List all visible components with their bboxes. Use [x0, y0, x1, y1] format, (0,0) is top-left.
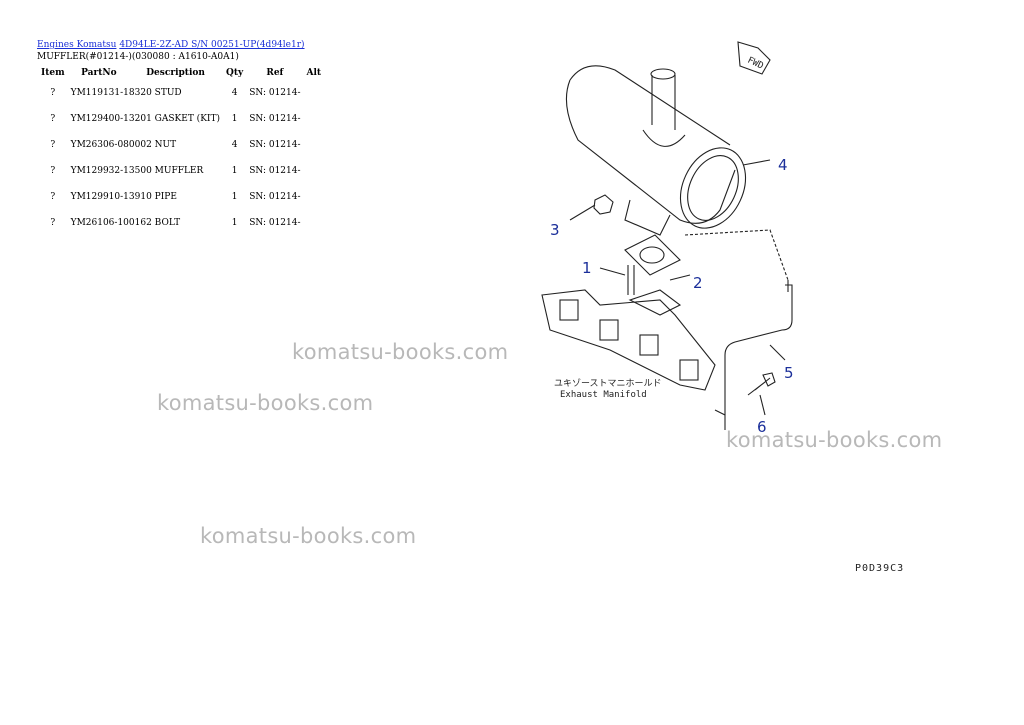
gasket-drawing [624, 234, 681, 276]
row-qty: 4 [231, 88, 238, 98]
row-alt [303, 132, 326, 158]
row-part: YM26106-100162 BOLT [70, 218, 181, 228]
row-qty: 1 [231, 166, 238, 176]
callout-3: 3 [550, 221, 560, 239]
col-item: Item [41, 68, 65, 78]
row-part: YM119131-18320 STUD [70, 88, 182, 98]
parts-table: Item PartNo Description Qty Ref Alt ? YM… [37, 66, 325, 236]
row-ref: SN: 01214- [249, 140, 301, 150]
stud-drawing [627, 265, 635, 295]
table-row: ? YM26306-080002 NUT 4 SN: 01214- [37, 132, 325, 158]
row-part: YM26306-080002 NUT [70, 140, 177, 150]
manifold-drawing [541, 289, 716, 391]
drawing-code: P0D39C3 [855, 563, 905, 574]
callout-5: 5 [784, 364, 794, 382]
leader-line [569, 204, 596, 221]
row-item: ? [50, 88, 56, 98]
table-row: ? YM129910-13910 PIPE 1 SN: 01214- [37, 184, 325, 210]
callout-6: 6 [757, 418, 767, 436]
table-header-row: Item PartNo Description Qty Ref Alt [37, 66, 325, 80]
table-row: ? YM129400-13201 GASKET (KIT) 1 SN: 0121… [37, 106, 325, 132]
col-alt: Alt [306, 68, 322, 78]
col-qty: Qty [226, 68, 244, 78]
muffler-drawing [565, 65, 747, 236]
row-item: ? [50, 114, 56, 124]
row-part: YM129400-13201 GASKET (KIT) [70, 114, 220, 124]
row-ref: SN: 01214- [249, 88, 301, 98]
row-part: YM129910-13910 PIPE [70, 192, 177, 202]
page-subtitle: MUFFLER(#01214-)(030080 : A1610-A0A1) [37, 52, 239, 62]
table-row: ? YM129932-13500 MUFFLER 1 SN: 01214- [37, 158, 325, 184]
watermark: komatsu-books.com [200, 524, 417, 548]
pipe-drawing [714, 280, 793, 430]
callout-2: 2 [693, 274, 703, 292]
callout-1: 1 [582, 259, 592, 277]
nut-drawing [593, 194, 614, 215]
callout-4: 4 [778, 156, 788, 174]
row-item: ? [50, 166, 56, 176]
row-qty: 1 [231, 114, 238, 124]
breadcrumb-link-engines[interactable]: Engines Komatsu [37, 40, 117, 50]
row-alt [303, 210, 326, 236]
watermark: komatsu-books.com [157, 391, 374, 415]
row-item: ? [50, 218, 56, 228]
leader-line [769, 344, 786, 361]
fwd-arrow [737, 41, 771, 75]
row-alt [303, 158, 326, 184]
row-alt [303, 184, 326, 210]
leader-line [742, 159, 771, 166]
row-qty: 4 [231, 140, 238, 150]
watermark: komatsu-books.com [292, 340, 509, 364]
leader-line [759, 394, 766, 416]
row-qty: 1 [231, 218, 238, 228]
row-ref: SN: 01214- [249, 218, 301, 228]
row-ref: SN: 01214- [249, 166, 301, 176]
row-alt [303, 80, 326, 106]
row-alt [303, 106, 326, 132]
watermark: komatsu-books.com [726, 428, 943, 452]
parts-diagram: FWD 4 3 1 2 5 6 ユキゾーストマニホールド Exhaust Man… [541, 41, 794, 436]
bolt-drawing [747, 372, 776, 396]
row-part: YM129932-13500 MUFFLER [70, 166, 204, 176]
row-item: ? [50, 140, 56, 150]
breadcrumb-link-model[interactable]: 4D94LE-2Z-AD S/N 00251-UP(4d94le1r) [119, 40, 305, 50]
table-row: ? YM119131-18320 STUD 4 SN: 01214- [37, 80, 325, 106]
row-ref: SN: 01214- [249, 114, 301, 124]
manifold-jp-label: ユキゾーストマニホールド [554, 378, 662, 389]
col-ref: Ref [266, 68, 284, 78]
leader-line [669, 274, 691, 281]
row-ref: SN: 01214- [249, 192, 301, 202]
table-row: ? YM26106-100162 BOLT 1 SN: 01214- [37, 210, 325, 236]
leader-line [684, 229, 789, 281]
row-qty: 1 [231, 192, 238, 202]
manifold-en-label: Exhaust Manifold [560, 390, 647, 400]
leader-line [599, 267, 626, 276]
col-description: Description [146, 68, 205, 78]
row-item: ? [50, 192, 56, 202]
breadcrumb: Engines Komatsu 4D94LE-2Z-AD S/N 00251-U… [37, 40, 305, 50]
col-partno: PartNo [81, 68, 117, 78]
